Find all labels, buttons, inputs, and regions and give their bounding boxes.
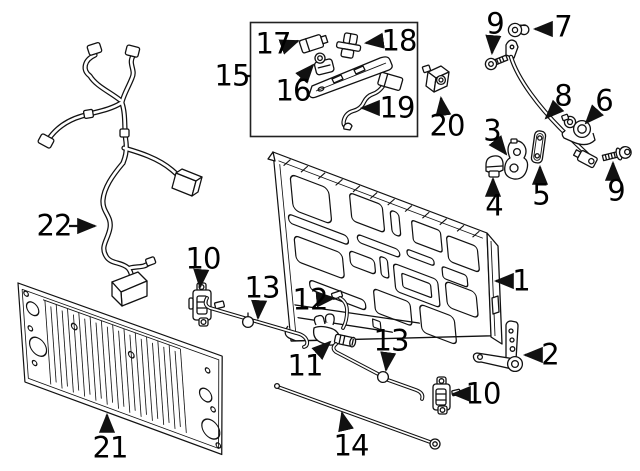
part-nut-clip-7 xyxy=(507,22,530,38)
part-torsion-rod-14 xyxy=(273,382,441,450)
callout-2: 2 xyxy=(541,337,559,372)
part-tailgate-outer-panel xyxy=(17,282,223,456)
callout-15: 15 xyxy=(214,58,251,93)
part-lock-actuator-11 xyxy=(312,313,357,348)
callout-18: 18 xyxy=(381,23,418,58)
callout-1: 1 xyxy=(512,263,530,298)
part-wiring-harness xyxy=(37,41,203,307)
part-latch-3 xyxy=(504,138,529,180)
callout-6: 6 xyxy=(595,83,613,118)
part-socket-18 xyxy=(335,32,362,59)
callout-11: 11 xyxy=(287,348,324,383)
harness-connectors xyxy=(37,41,203,307)
part-release-rod-13-left xyxy=(203,296,310,349)
part-camera-16 xyxy=(313,52,335,76)
callout-12: 12 xyxy=(292,282,329,317)
callout-9-right: 9 xyxy=(607,173,625,208)
part-handle-trim-bar xyxy=(308,56,393,99)
part-hinge-bracket-2 xyxy=(472,320,524,373)
callout-20: 20 xyxy=(429,108,466,143)
callout-5: 5 xyxy=(532,177,550,212)
callout-9-top: 9 xyxy=(486,6,504,41)
part-striker-6 xyxy=(561,113,596,146)
callout-arrows xyxy=(69,20,622,433)
callout-7: 7 xyxy=(554,9,572,44)
callout-8: 8 xyxy=(554,78,572,113)
callout-4: 4 xyxy=(485,188,503,223)
part-bracket-strap-5 xyxy=(530,130,547,164)
part-bolt-9-right xyxy=(601,145,632,162)
part-camera-cable-19 xyxy=(341,71,404,131)
callout-16: 16 xyxy=(275,73,312,108)
callout-19: 19 xyxy=(379,90,416,125)
part-bumper-4 xyxy=(485,155,504,178)
callout-14: 14 xyxy=(333,428,370,463)
callout-17: 17 xyxy=(255,26,292,61)
callout-10-left: 10 xyxy=(185,241,222,276)
part-latch-10-right xyxy=(432,376,462,415)
callout-10-right: 10 xyxy=(465,376,502,411)
part-sensor-20 xyxy=(421,64,450,93)
callout-13-left: 13 xyxy=(244,270,281,305)
part-clip-17 xyxy=(298,34,329,54)
part-bolt-9-top xyxy=(484,54,509,71)
part-tailgate-cable-8 xyxy=(505,39,598,169)
callout-13-right: 13 xyxy=(373,323,410,358)
callout-3: 3 xyxy=(483,113,501,148)
callout-21: 21 xyxy=(92,430,129,465)
callout-22: 22 xyxy=(36,208,73,243)
